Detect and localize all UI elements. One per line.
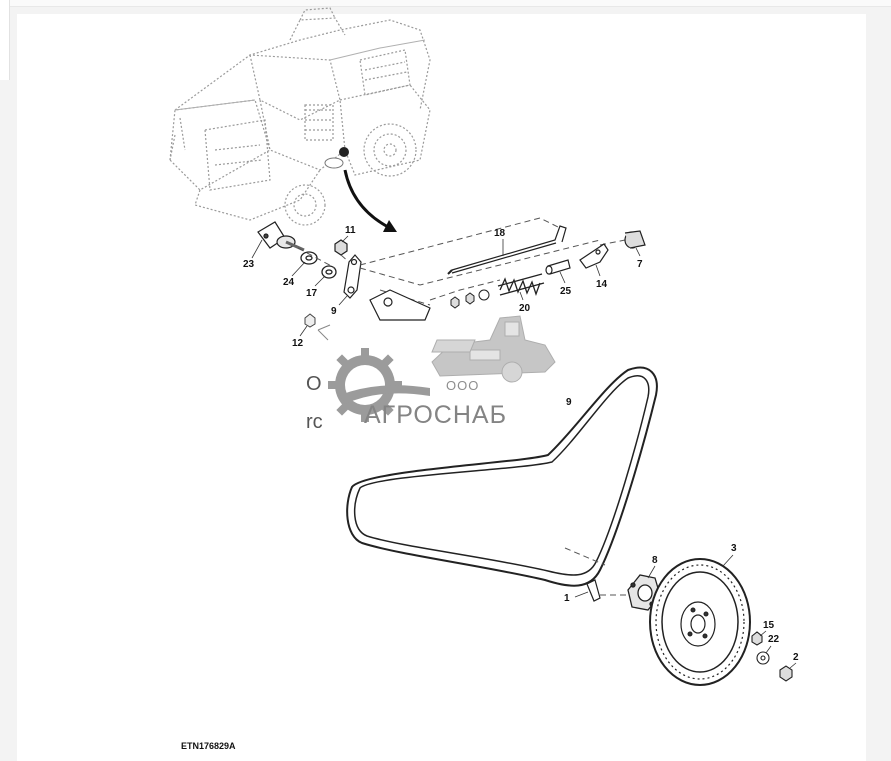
callout-18: 18: [494, 228, 506, 239]
pointer-arrowhead: [383, 220, 397, 232]
callout-15: 15: [763, 620, 775, 631]
part-11-nut: [334, 239, 348, 256]
hex-nuts: [450, 289, 490, 309]
callout-22: 22: [768, 634, 780, 645]
callout-3: 3: [731, 543, 737, 554]
partial-text-line2: rc: [306, 411, 323, 433]
pointer-arrow: [343, 169, 391, 230]
callout-7: 7: [637, 259, 643, 270]
callout-14: 14: [596, 279, 608, 290]
callout-25: 25: [560, 286, 572, 297]
v-belt-part-9: [346, 366, 658, 587]
callout-2: 2: [793, 652, 799, 663]
callout-12: 12: [292, 338, 304, 349]
gear-logo-icon: [328, 348, 430, 422]
part-17-washer: [321, 265, 337, 279]
combine-harvester-illustration: [169, 7, 431, 226]
watermark-name: АГРОСНАБ: [364, 401, 507, 429]
location-marker-icon: [324, 147, 349, 169]
part-20-spring: [497, 273, 545, 296]
partial-text-line1: O: [306, 373, 322, 395]
callout-9-belt: 9: [566, 397, 572, 408]
part-14-bracket: [579, 243, 609, 269]
part-25-tube: [545, 259, 571, 275]
left-border: [0, 0, 10, 80]
part-23-bracket: [257, 221, 305, 252]
part-1-pin: [586, 579, 601, 602]
callout-17: 17: [306, 288, 318, 299]
agrosnab-watermark: ООО АГРОСНАБ: [328, 315, 556, 429]
part-12-fitting: [304, 313, 331, 341]
callout-23: 23: [243, 259, 255, 270]
assembly-leader-lines: [297, 217, 626, 306]
part-2-bolt: [779, 665, 793, 682]
callout-leaders: [251, 235, 797, 669]
part-24-washer: [300, 251, 318, 265]
callout-9: 9: [331, 306, 337, 317]
combine-frame-lines: [174, 39, 426, 111]
mounting-plate-partial: [369, 289, 431, 321]
callout-labels: 23 24 17 11 9 12 18 20 25 14 7 9 8 1 3 1…: [243, 225, 799, 663]
part-18-rod: [447, 225, 567, 275]
drawing-code: ETN176829A: [181, 741, 236, 751]
part-9-lever: [343, 254, 362, 299]
top-border: [0, 0, 891, 7]
part-7-bushing: [624, 230, 646, 249]
part-22-washer: [756, 651, 770, 665]
callout-11: 11: [345, 225, 356, 236]
callout-20: 20: [519, 303, 531, 314]
callout-1: 1: [564, 593, 570, 604]
callout-8: 8: [652, 555, 658, 566]
watermark-prefix: ООО: [446, 378, 479, 393]
callout-24: 24: [283, 277, 295, 288]
part-3-pulley: [649, 558, 751, 686]
harvester-logo-icon: [431, 315, 556, 383]
part-15-nut: [751, 631, 763, 646]
